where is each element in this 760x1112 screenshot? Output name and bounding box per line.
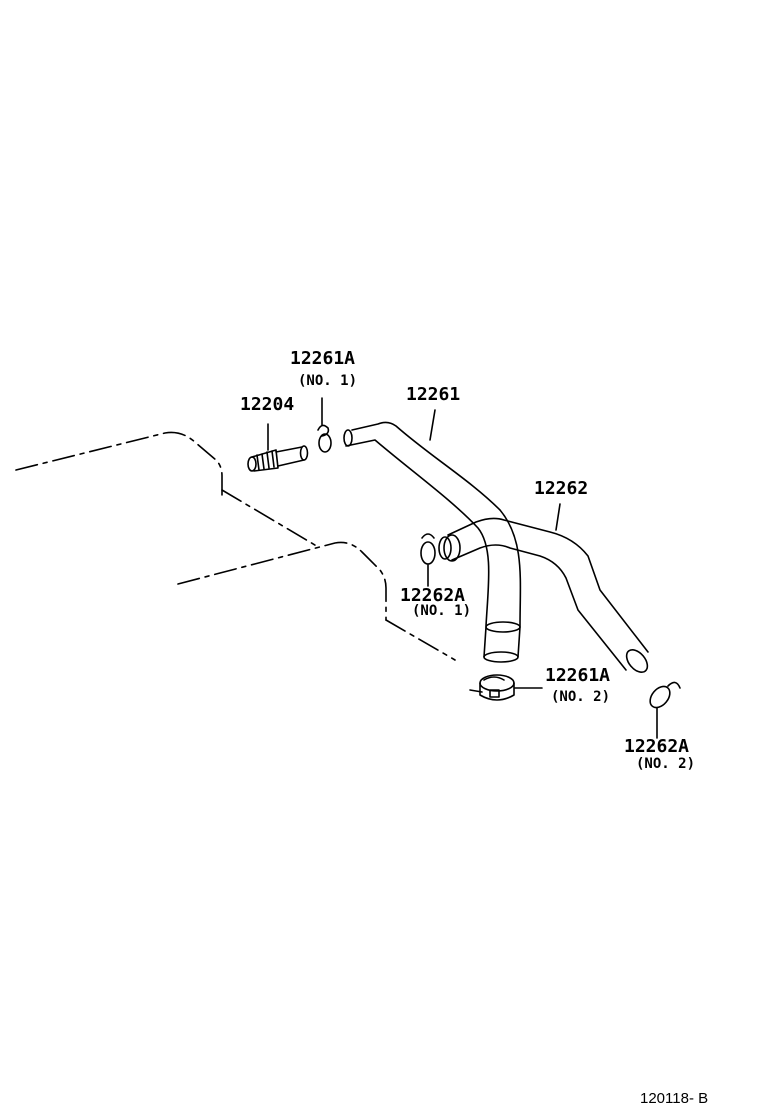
head-cover-outline (15, 431, 456, 661)
label-12261a-no2: 12261A (545, 665, 611, 686)
clamp-12261a-no1[interactable] (317, 397, 332, 453)
clamp-12262a-no2[interactable] (646, 681, 681, 739)
label-12262: 12262 (534, 478, 589, 499)
diagram-reference-code: 120118- B (640, 1090, 709, 1107)
hose-12261[interactable] (343, 409, 522, 663)
hose-12262[interactable] (438, 503, 651, 676)
label-12262a-no1-sub: (NO. 1) (412, 603, 472, 619)
label-12262a-no2-sub: (NO. 2) (636, 756, 696, 772)
clamp-12262a-no1[interactable] (420, 533, 436, 587)
label-12261a-no2-sub: (NO. 2) (551, 689, 611, 705)
label-12261a-no1-sub: (NO. 1) (298, 373, 358, 389)
label-12261: 12261 (406, 384, 461, 405)
leader-line-12262 (555, 503, 561, 531)
label-12262a-no1: 12262A (400, 585, 466, 606)
clamp-12261a-no2[interactable] (469, 674, 543, 701)
pcv-valve-fitting[interactable] (247, 423, 309, 472)
label-12261a-no1: 12261A (290, 348, 356, 369)
leader-line-12261 (429, 409, 436, 441)
label-12262a-no2: 12262A (624, 736, 690, 757)
label-12204: 12204 (240, 394, 295, 415)
